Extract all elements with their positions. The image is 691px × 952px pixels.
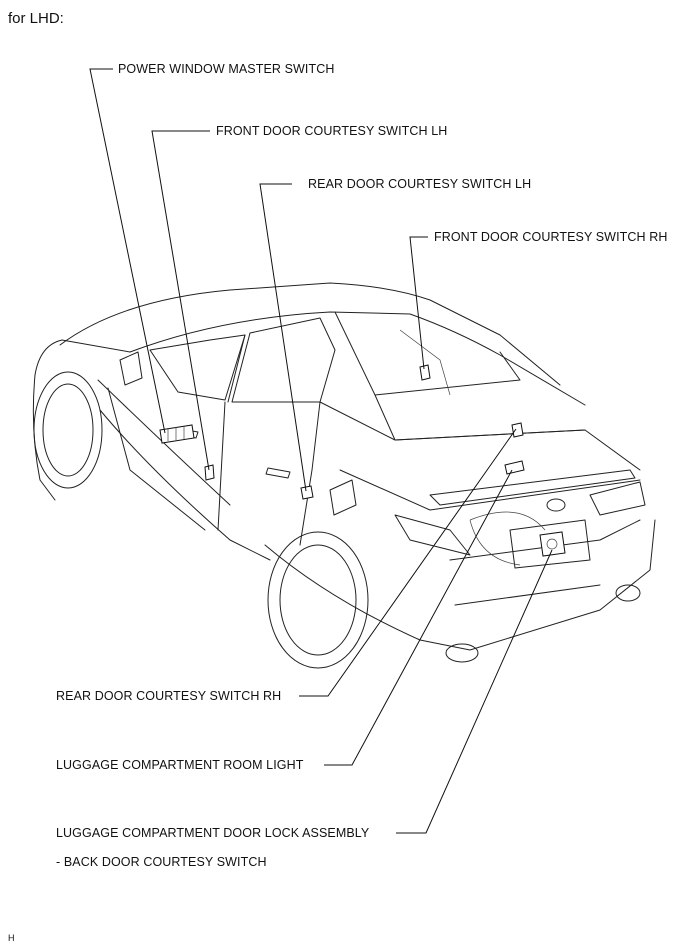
power-window-master-switch-part: [159, 424, 195, 444]
label-back-door-courtesy-switch: - BACK DOOR COURTESY SWITCH: [56, 855, 267, 869]
label-rear-door-courtesy-switch-rh: REAR DOOR COURTESY SWITCH RH: [56, 689, 282, 703]
luggage-compartment-door-lock-part: [539, 531, 566, 557]
rear-door-courtesy-switch-rh-part: [511, 422, 524, 438]
label-front-door-courtesy-switch-rh: FRONT DOOR COURTESY SWITCH RH: [434, 230, 668, 244]
rear-door-courtesy-switch-lh-part: [300, 485, 314, 500]
label-front-door-courtesy-switch-lh: FRONT DOOR COURTESY SWITCH LH: [216, 124, 448, 138]
label-power-window-master-switch: POWER WINDOW MASTER SWITCH: [118, 62, 335, 76]
label-luggage-compartment-room-light: LUGGAGE COMPARTMENT ROOM LIGHT: [56, 758, 304, 772]
front-door-courtesy-switch-rh-part: [419, 364, 431, 381]
front-door-courtesy-switch-lh-part: [204, 464, 215, 481]
page-heading: for LHD:: [8, 10, 64, 27]
car-body: [32, 282, 656, 669]
leader-lines: [89, 68, 553, 834]
luggage-compartment-room-light-part: [504, 460, 525, 475]
label-rear-door-courtesy-switch-lh: REAR DOOR COURTESY SWITCH LH: [308, 177, 532, 191]
figure-id: H: [8, 933, 15, 943]
label-luggage-compartment-door-lock-assembly: LUGGAGE COMPARTMENT DOOR LOCK ASSEMBLY: [56, 826, 370, 840]
